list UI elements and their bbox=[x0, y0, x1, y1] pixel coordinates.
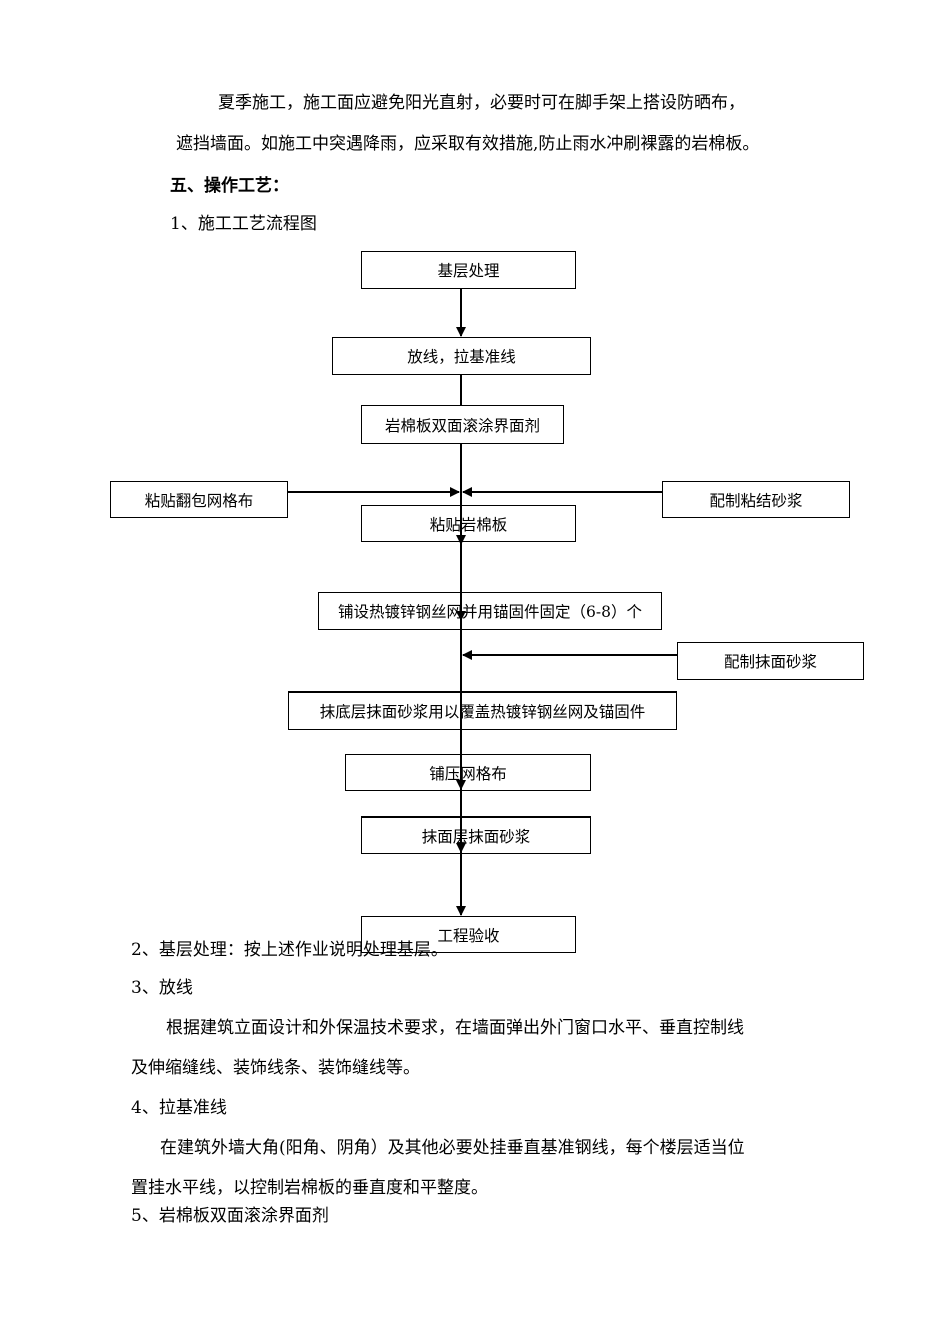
paragraph-line: 根据建筑立面设计和外保温技术要求，在墙面弹出外门窗口水平、垂直控制线 bbox=[166, 1018, 744, 1038]
flow-step-label: 工程验收 bbox=[437, 926, 500, 945]
flow-step-label: 粘贴岩棉板 bbox=[429, 515, 508, 534]
flow-step-label: 岩棉板双面滚涂界面剂 bbox=[384, 416, 540, 435]
flow-step-paste-board: 粘贴岩棉板 bbox=[361, 505, 576, 542]
flow-step-mesh-wrap: 粘贴翻包网格布 bbox=[110, 481, 288, 518]
item-heading: 5、岩棉板双面滚涂界面剂 bbox=[131, 1206, 329, 1226]
flow-step-label: 粘贴翻包网格布 bbox=[144, 491, 254, 510]
flow-step-label: 抹底层抹面砂浆用以覆盖热镀锌钢丝网及锚固件 bbox=[319, 703, 646, 721]
paragraph-line: 遮挡墙面。如施工中突遇降雨，应采取有效措施,防止雨水冲刷裸露的岩棉板。 bbox=[176, 134, 760, 154]
flow-step-top-plaster: 抹面层抹面砂浆 bbox=[361, 816, 591, 854]
flow-step-label: 抹面层抹面砂浆 bbox=[421, 827, 531, 846]
flow-step-label: 放线，拉基准线 bbox=[407, 348, 516, 366]
paragraph-line: 在建筑外墙大角(阳角、阴角）及其他必要处挂垂直基准钢线，每个楼层适当位 bbox=[160, 1138, 745, 1158]
flow-step-label: 基层处理 bbox=[437, 262, 500, 280]
paragraph-line: 及伸缩缝线、装饰线条、装饰缝线等。 bbox=[131, 1058, 420, 1078]
flow-step-base-treatment: 基层处理 bbox=[361, 251, 576, 289]
flow-step-acceptance: 工程验收 bbox=[361, 916, 576, 953]
flow-step-press-mesh: 铺压网格布 bbox=[345, 754, 591, 791]
paragraph-line: 置挂水平线，以控制岩棉板的垂直度和平整度。 bbox=[131, 1178, 488, 1198]
flow-step-label: 配制抹面砂浆 bbox=[723, 653, 817, 671]
item-heading: 1、施工工艺流程图 bbox=[170, 214, 317, 234]
flow-step-bonding-mortar: 配制粘结砂浆 bbox=[662, 481, 850, 518]
item-text: 2、基层处理：按上述作业说明处理基层。 bbox=[131, 940, 448, 960]
flow-step-base-plaster: 抹底层抹面砂浆用以覆盖热镀锌钢丝网及锚固件 bbox=[288, 691, 677, 730]
flow-step-steel-mesh: 铺设热镀锌钢丝网并用锚固件固定（6-8）个 bbox=[318, 592, 662, 630]
section-heading: 五、操作工艺： bbox=[170, 176, 289, 196]
item-heading: 3、放线 bbox=[131, 978, 193, 998]
paragraph-line: 夏季施工，施工面应避免阳光直射，必要时可在脚手架上搭设防晒布， bbox=[218, 93, 745, 113]
flow-step-label: 配制粘结砂浆 bbox=[709, 491, 803, 510]
flow-step-plaster-mortar: 配制抹面砂浆 bbox=[677, 642, 864, 680]
flow-step-label: 铺压网格布 bbox=[429, 764, 507, 783]
flow-step-interface-agent: 岩棉板双面滚涂界面剂 bbox=[361, 405, 564, 444]
flow-step-layout-lines: 放线，拉基准线 bbox=[332, 337, 591, 375]
flow-step-label: 铺设热镀锌钢丝网并用锚固件固定（6-8）个 bbox=[338, 603, 642, 621]
item-heading: 4、拉基准线 bbox=[131, 1098, 227, 1118]
